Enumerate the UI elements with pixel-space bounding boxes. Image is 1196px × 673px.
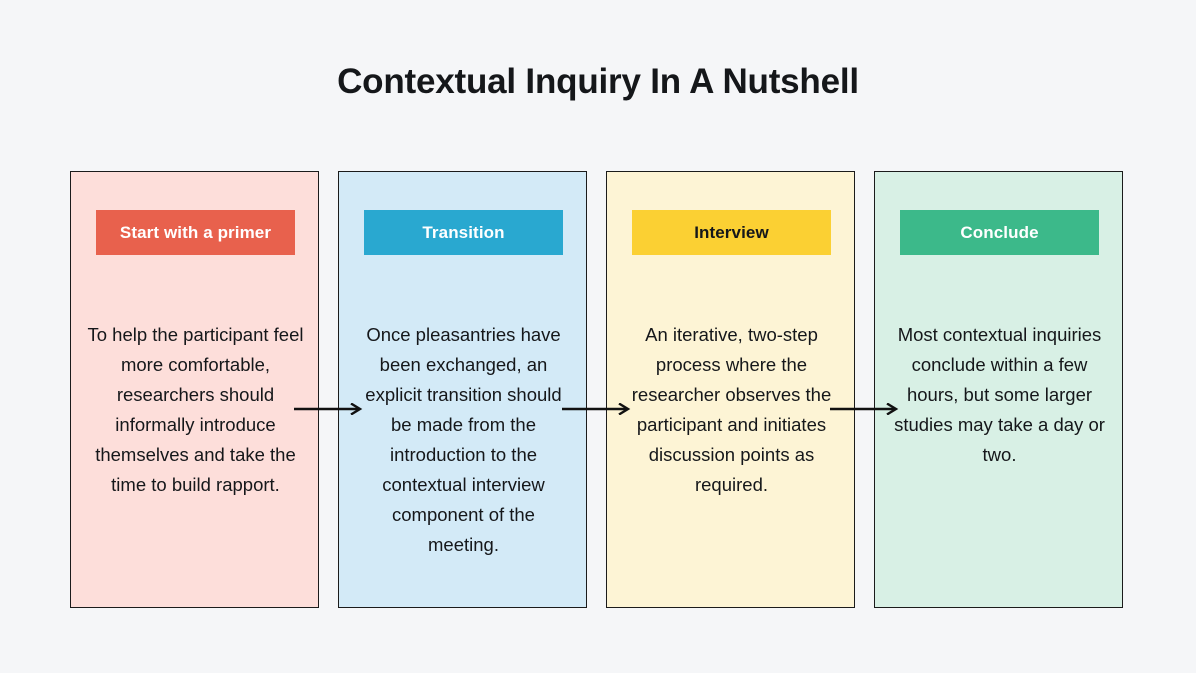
process-flow: Start with a primer To help the particip… bbox=[70, 171, 1126, 610]
step-panel-start-with-a-primer: Start with a primer To help the particip… bbox=[70, 171, 319, 608]
step-header-3: Interview bbox=[632, 210, 831, 255]
arrow-right-icon-1 bbox=[294, 403, 366, 415]
step-header-1: Start with a primer bbox=[96, 210, 295, 255]
arrow-right-icon-2 bbox=[562, 403, 634, 415]
arrow-right-icon-3 bbox=[830, 403, 902, 415]
page-title: Contextual Inquiry In A Nutshell bbox=[337, 62, 859, 101]
step-panel-transition: Transition Once pleasantries have been e… bbox=[338, 171, 587, 608]
step-panel-interview: Interview An iterative, two-step process… bbox=[606, 171, 855, 608]
step-body-1: To help the participant feel more comfor… bbox=[87, 324, 304, 495]
step-header-2: Transition bbox=[364, 210, 563, 255]
step-body-4: Most contextual inquiries conclude withi… bbox=[894, 324, 1105, 465]
step-panel-conclude: Conclude Most contextual inquiries concl… bbox=[874, 171, 1123, 608]
step-body-2: Once pleasantries have been exchanged, a… bbox=[365, 324, 562, 555]
step-header-4: Conclude bbox=[900, 210, 1099, 255]
step-body-3: An iterative, two-step process where the… bbox=[631, 324, 832, 495]
